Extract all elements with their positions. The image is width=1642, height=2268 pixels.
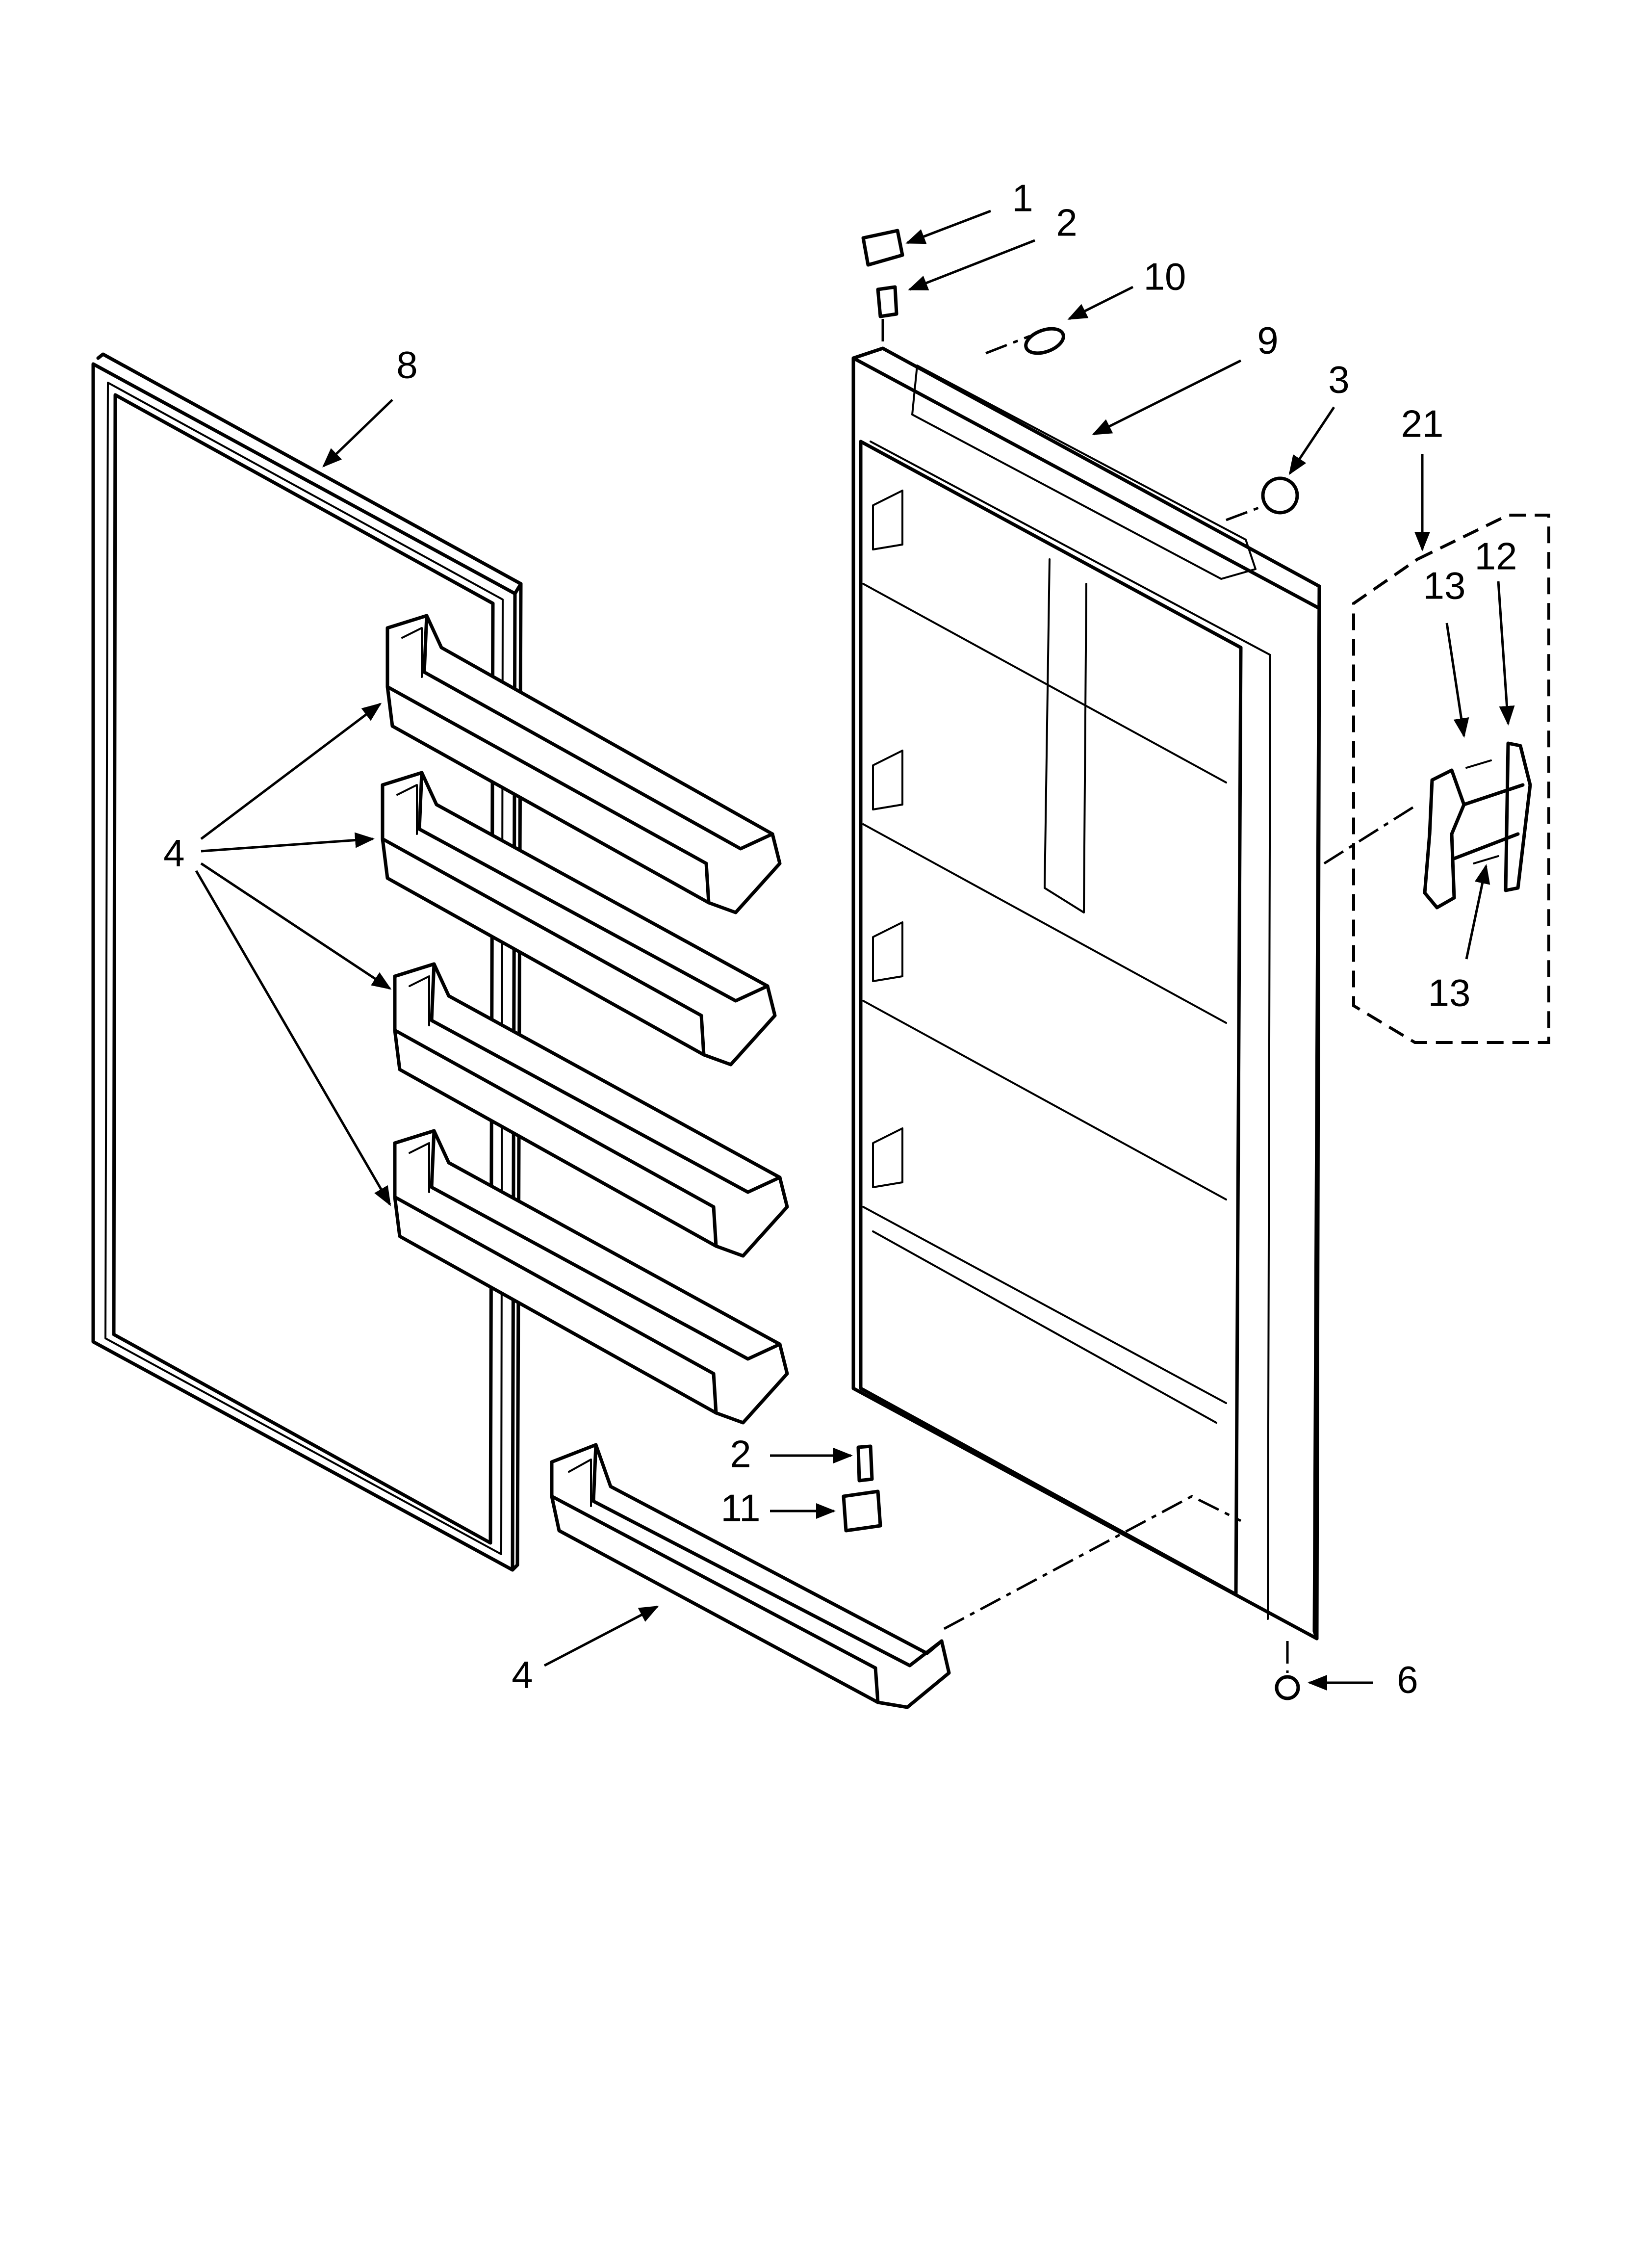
alignment-lines	[881, 319, 1418, 1673]
callout-11: 11	[721, 1486, 761, 1530]
door-bin-1	[385, 614, 782, 914]
callout-6: 6	[1397, 1658, 1418, 1701]
door-gasket	[91, 352, 523, 1572]
callout-8: 8	[396, 343, 417, 387]
hinge-part-11	[842, 1489, 882, 1533]
handle-assembly-group	[1352, 514, 1550, 1044]
callout-3: 3	[1328, 358, 1349, 401]
door-bin-3	[393, 962, 789, 1258]
callout-13-bottom: 13	[1428, 971, 1471, 1015]
hinge-cap-part-1	[861, 229, 904, 267]
callout-10: 10	[1144, 255, 1186, 298]
callout-13-top: 13	[1423, 564, 1466, 607]
bushing-part-2-top	[876, 285, 898, 318]
door-bin-4	[393, 1129, 789, 1425]
leader-arrows	[195, 209, 1515, 1691]
plug-part-10	[1024, 327, 1065, 355]
callout-2-bottom: 2	[730, 1433, 751, 1476]
callout-21: 21	[1401, 402, 1444, 445]
door-liner	[851, 346, 1321, 1641]
callout-1: 1	[1012, 177, 1033, 220]
nut-part-6	[1275, 1675, 1300, 1700]
callout-4-bottom: 4	[512, 1653, 533, 1696]
plug-button-part-3	[1261, 476, 1299, 515]
door-bin-5-large	[550, 1443, 951, 1709]
callout-4-group: 4	[163, 832, 184, 875]
callout-2-top: 2	[1056, 201, 1077, 244]
bushing-part-2-bottom	[856, 1444, 874, 1483]
callout-9: 9	[1257, 319, 1278, 362]
callout-12: 12	[1475, 535, 1517, 578]
door-bin-2	[381, 771, 777, 1067]
